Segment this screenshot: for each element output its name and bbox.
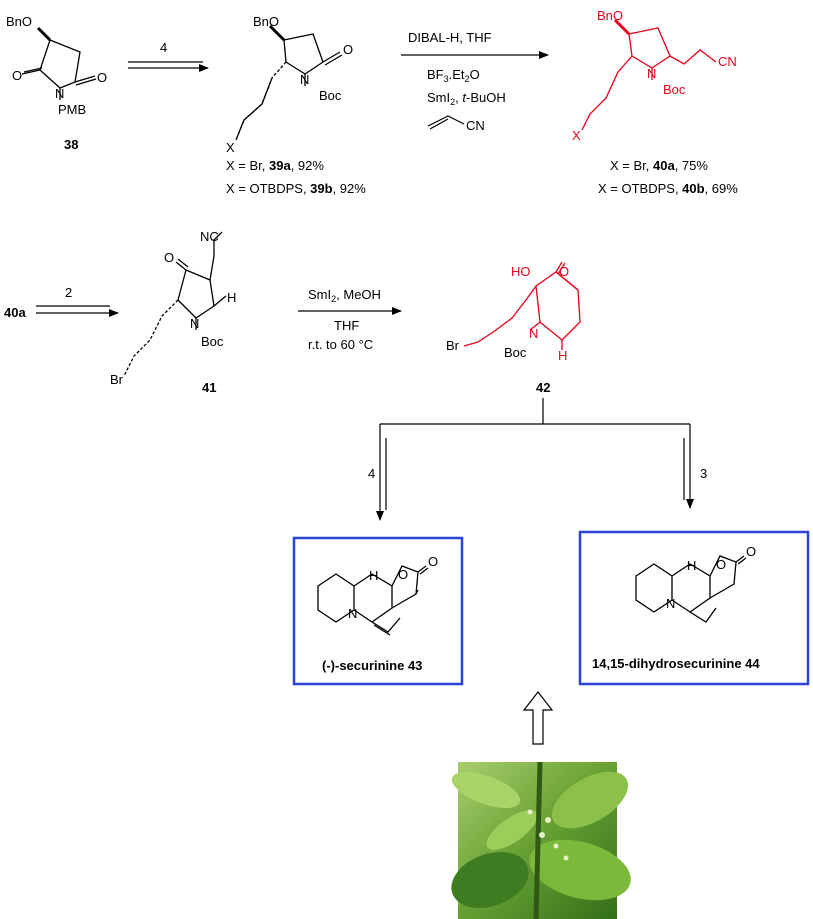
compound-40: [581, 18, 717, 131]
compound-38: [21, 26, 97, 100]
c38-o1-label: O: [12, 68, 22, 83]
c41-h-label: H: [227, 290, 236, 305]
c38-n-label: N: [55, 86, 64, 101]
compound-number-38: 38: [64, 137, 78, 152]
c41-br-label: Br: [110, 372, 124, 387]
c39-o-label: O: [343, 42, 353, 57]
c41-n-label: N: [190, 316, 199, 331]
c40-cn-label: CN: [718, 54, 737, 69]
arrow-2-reagent-4: CN: [466, 118, 485, 133]
arrow-2-reagent-2: BF3.Et2O: [427, 67, 480, 84]
c40-boc-label: Boc: [663, 82, 686, 97]
arrow-2-reagent-3: SmI2, t-BuOH: [427, 90, 506, 107]
c43-n-label: N: [348, 606, 357, 621]
start-40a: 40a: [4, 305, 26, 320]
arrow-1-steps: 4: [160, 40, 167, 55]
yield-39a: X = Br, 39a, 92%: [226, 158, 324, 173]
c42-br-label: Br: [446, 338, 460, 353]
c44-o1-label: O: [716, 557, 726, 572]
arrow-4-reagent-1: SmI2, MeOH: [308, 287, 381, 304]
yield-39b: X = OTBDPS, 39b, 92%: [226, 181, 366, 196]
compound-43: [317, 565, 429, 636]
c44-o2-label: O: [746, 544, 756, 559]
c43-o1-label: O: [398, 567, 408, 582]
c40-x-label: X: [572, 128, 581, 143]
arrow-4-reagent-3: r.t. to 60 °C: [308, 337, 373, 352]
securinine-box: [292, 536, 464, 686]
c40-bno-label: BnO: [597, 8, 623, 23]
c38-o2-label: O: [97, 70, 107, 85]
c42-o-label: O: [559, 264, 569, 279]
c38-bno-label: BnO: [6, 14, 32, 29]
c44-h-label: H: [687, 558, 696, 573]
c39-x-label: X: [226, 140, 235, 155]
c42-h-label: H: [558, 348, 567, 363]
compound-41: [123, 231, 227, 377]
reaction-arrow-3: [36, 305, 119, 317]
c39-bno-label: BnO: [253, 14, 279, 29]
source-arrow-icon: [522, 691, 554, 745]
c43-h-label: H: [369, 568, 378, 583]
c39-n-label: N: [300, 72, 309, 87]
yield-40a: X = Br, 40a, 75%: [610, 158, 708, 173]
reaction-arrow-5: [376, 424, 387, 521]
c41-o-label: O: [164, 250, 174, 265]
arrow-3-steps: 2: [65, 285, 72, 300]
compound-name-43: (-)-securinine 43: [322, 658, 422, 673]
c42-ho-label: HO: [511, 264, 531, 279]
compound-number-41: 41: [202, 380, 216, 395]
compound-44: [635, 555, 747, 623]
arrow-6-steps: 3: [700, 466, 707, 481]
c42-boc-label: Boc: [504, 345, 527, 360]
c39-boc-label: Boc: [319, 88, 342, 103]
c38-pmb-label: PMB: [58, 102, 86, 117]
dihydrosecurinine-box: [578, 530, 810, 686]
plant-photo: [451, 761, 631, 919]
c44-n-label: N: [666, 596, 675, 611]
arrow-5-steps: 4: [368, 466, 375, 481]
c43-o2-label: O: [428, 554, 438, 569]
reaction-arrow-2: [401, 51, 549, 130]
yield-40b: X = OTBDPS, 40b, 69%: [598, 181, 738, 196]
c42-n-label: N: [529, 326, 538, 341]
c41-nc-label: NC: [200, 229, 219, 244]
c41-boc-label: Boc: [201, 334, 224, 349]
arrow-2-reagent-1: DIBAL-H, THF: [408, 30, 492, 45]
compound-name-44: 14,15-dihydrosecurinine 44: [592, 656, 760, 671]
branch-connector: [380, 398, 690, 425]
c40-n-label: N: [647, 66, 656, 81]
arrow-4-reagent-2: THF: [334, 318, 359, 333]
compound-42: [463, 261, 581, 350]
compound-number-42: 42: [536, 380, 550, 395]
reaction-arrow-6: [683, 424, 694, 509]
reaction-arrow-1: [128, 61, 209, 72]
compound-39: [235, 24, 343, 141]
